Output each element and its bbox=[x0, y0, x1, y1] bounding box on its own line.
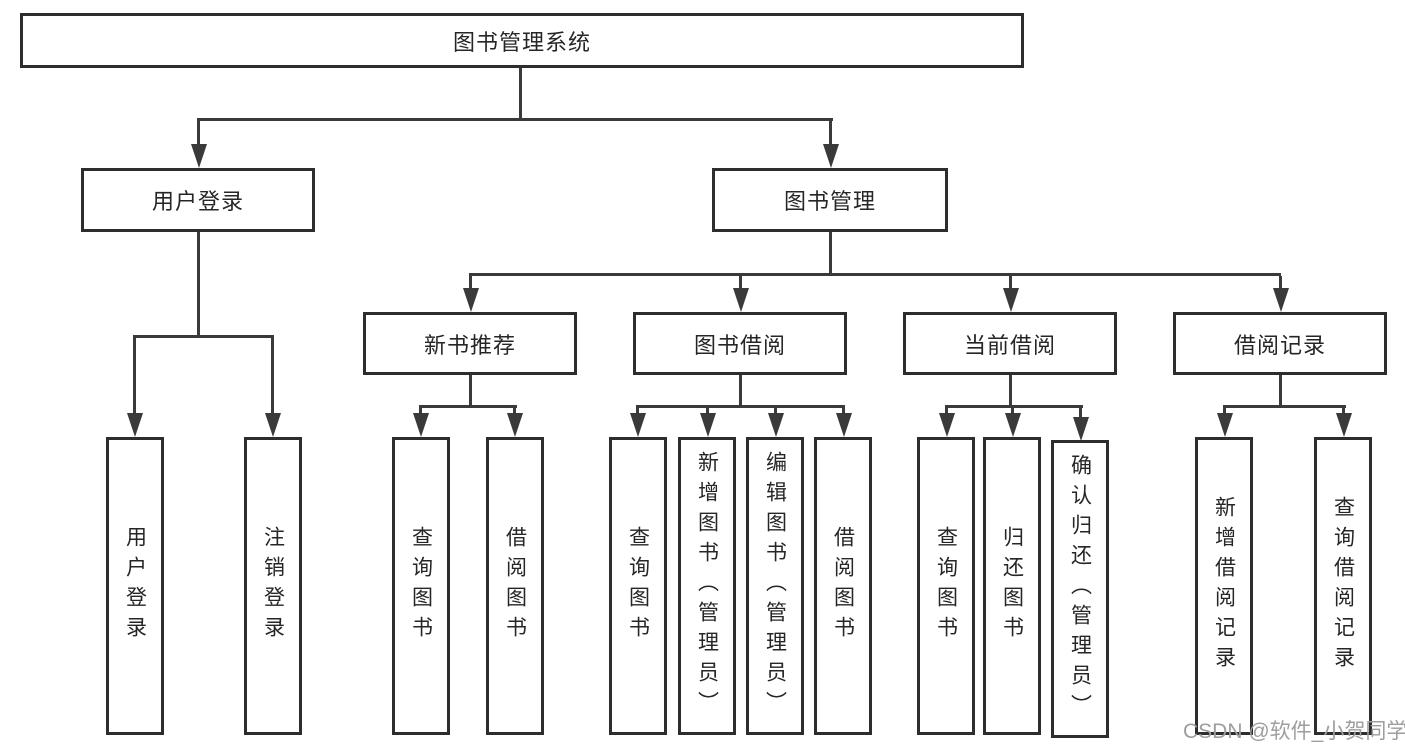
connector-book-management-split bbox=[469, 273, 1281, 276]
connector-stem-current-borrow bbox=[1009, 276, 1012, 291]
leaf-confirm-return-admin: 确认归还（管理员） bbox=[1051, 440, 1109, 738]
leaf-add-borrow-record: 新增借阅记录 bbox=[1195, 437, 1253, 735]
leaf-query-books-current-label: 查询图书 bbox=[934, 526, 958, 646]
connector-borrow-records-stem bbox=[1279, 375, 1282, 408]
connector-stem bbox=[1342, 408, 1345, 416]
node-user-login: 用户登录 bbox=[81, 168, 315, 232]
leaf-user-login: 用户登录 bbox=[106, 437, 164, 735]
arrowhead-icon bbox=[1073, 417, 1089, 441]
leaf-logout-label: 注销登录 bbox=[261, 526, 285, 646]
leaf-borrow-books-label: 借阅图书 bbox=[831, 526, 855, 646]
node-borrow-records-label: 借阅记录 bbox=[1233, 332, 1326, 358]
arrowhead-icon bbox=[507, 413, 523, 437]
connector-new-book-stem bbox=[469, 375, 472, 408]
connector-root-stem bbox=[519, 68, 522, 120]
connector-stem-leaf-logout bbox=[271, 338, 274, 416]
connector-borrow-records-split bbox=[1223, 405, 1346, 408]
leaf-borrow-books: 借阅图书 bbox=[814, 437, 872, 735]
leaf-query-borrow-record-label: 查询借阅记录 bbox=[1331, 496, 1355, 676]
connector-stem-borrow-records bbox=[1279, 276, 1282, 291]
connector-root-split bbox=[197, 118, 833, 121]
arrowhead-icon bbox=[1273, 288, 1289, 312]
arrowhead-icon bbox=[939, 413, 955, 437]
leaf-user-login-label: 用户登录 bbox=[123, 526, 147, 646]
connector-stem bbox=[1079, 408, 1082, 420]
watermark-text: CSDN @软件_小贺同学 bbox=[1183, 720, 1405, 743]
leaf-logout: 注销登录 bbox=[244, 437, 302, 735]
leaf-edit-book-admin: 编辑图书（管理员） bbox=[746, 437, 804, 735]
connector-current-borrow-split bbox=[945, 405, 1083, 408]
connector-stem bbox=[945, 408, 948, 416]
arrowhead-icon bbox=[630, 413, 646, 437]
node-current-borrow-label: 当前借阅 bbox=[963, 332, 1056, 358]
arrowhead-icon bbox=[413, 413, 429, 437]
leaf-edit-book-admin-label: 编辑图书（管理员） bbox=[763, 451, 787, 721]
arrowhead-icon bbox=[1003, 288, 1019, 312]
connector-stem-book-management bbox=[829, 121, 832, 147]
connector-stem bbox=[842, 408, 845, 416]
leaf-borrow-books-recommend: 借阅图书 bbox=[486, 437, 544, 735]
root-node-label: 图书管理系统 bbox=[452, 29, 591, 55]
arrowhead-icon bbox=[700, 413, 716, 437]
connector-stem-user-login bbox=[197, 121, 200, 147]
arrowhead-icon bbox=[1336, 413, 1352, 437]
connector-stem bbox=[1223, 408, 1226, 416]
leaf-query-books-recommend: 查询图书 bbox=[392, 437, 450, 735]
leaf-add-book-admin-label: 新增图书（管理员） bbox=[695, 451, 719, 721]
connector-book-borrow-stem bbox=[739, 375, 742, 408]
leaf-borrow-books-recommend-label: 借阅图书 bbox=[503, 526, 527, 646]
arrowhead-icon bbox=[1217, 413, 1233, 437]
connector-stem bbox=[774, 408, 777, 416]
node-user-login-label: 用户登录 bbox=[151, 189, 244, 214]
arrowhead-icon bbox=[463, 288, 479, 312]
connector-user-login-stem bbox=[197, 232, 200, 338]
node-book-management: 图书管理 bbox=[712, 168, 948, 232]
node-book-borrow-label: 图书借阅 bbox=[693, 332, 786, 358]
arrowhead-icon bbox=[191, 144, 207, 168]
connector-stem bbox=[1011, 408, 1014, 416]
leaf-return-book-label: 归还图书 bbox=[1000, 526, 1024, 646]
arrowhead-icon bbox=[823, 144, 839, 168]
connector-current-borrow-stem bbox=[1009, 375, 1012, 408]
arrowhead-icon bbox=[733, 288, 749, 312]
arrowhead-icon bbox=[1005, 413, 1021, 437]
root-node: 图书管理系统 bbox=[20, 13, 1024, 68]
leaf-query-books-current: 查询图书 bbox=[917, 437, 975, 735]
leaf-query-books-borrow: 查询图书 bbox=[609, 437, 667, 735]
leaf-confirm-return-admin-label: 确认归还（管理员） bbox=[1068, 454, 1092, 724]
arrowhead-icon bbox=[836, 413, 852, 437]
node-book-management-label: 图书管理 bbox=[783, 189, 876, 214]
arrowhead-icon bbox=[768, 413, 784, 437]
connector-new-book-split bbox=[419, 405, 517, 408]
connector-stem-leaf-user-login bbox=[133, 338, 136, 416]
arrowhead-icon bbox=[127, 413, 143, 437]
connector-user-login-split bbox=[133, 335, 274, 338]
node-new-book-recommend: 新书推荐 bbox=[363, 312, 577, 375]
connector-book-borrow-split bbox=[636, 405, 845, 408]
node-current-borrow: 当前借阅 bbox=[903, 312, 1117, 375]
leaf-add-borrow-record-label: 新增借阅记录 bbox=[1212, 496, 1236, 676]
leaf-query-books-borrow-label: 查询图书 bbox=[626, 526, 650, 646]
leaf-return-book: 归还图书 bbox=[983, 437, 1041, 735]
node-borrow-records: 借阅记录 bbox=[1173, 312, 1387, 375]
node-book-borrow: 图书借阅 bbox=[633, 312, 847, 375]
leaf-query-borrow-record: 查询借阅记录 bbox=[1314, 437, 1372, 735]
connector-stem bbox=[513, 408, 516, 416]
leaf-add-book-admin: 新增图书（管理员） bbox=[678, 437, 736, 735]
connector-stem bbox=[636, 408, 639, 416]
connector-stem bbox=[706, 408, 709, 416]
connector-book-management-stem bbox=[829, 232, 832, 276]
connector-stem bbox=[419, 408, 422, 416]
connector-stem-new-book bbox=[469, 276, 472, 291]
leaf-query-books-recommend-label: 查询图书 bbox=[409, 526, 433, 646]
node-new-book-recommend-label: 新书推荐 bbox=[423, 332, 516, 358]
arrowhead-icon bbox=[265, 413, 281, 437]
connector-stem-book-borrow bbox=[739, 276, 742, 291]
